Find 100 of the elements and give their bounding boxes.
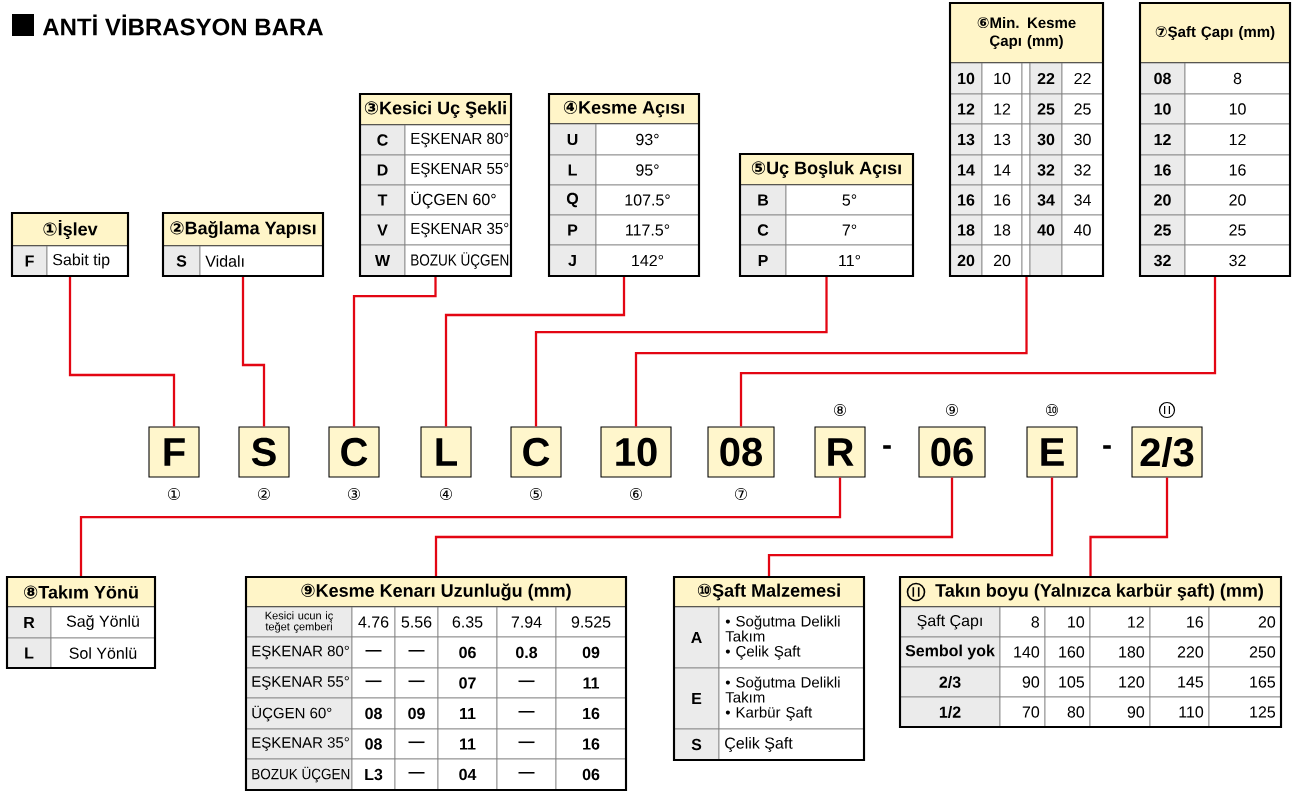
- table-cell: 16: [1184, 154, 1291, 186]
- table-cell: —: [496, 728, 557, 760]
- table-cell: C: [739, 214, 787, 246]
- table-cell: 250: [1208, 636, 1282, 668]
- table-cell: EŞKENAR 80°: [245, 636, 353, 669]
- table-cell: B: [739, 184, 787, 216]
- table-cell: 10: [1044, 606, 1091, 638]
- table-cell: Vidalı: [199, 245, 324, 277]
- table-cell: Kesici ucun iç teğet çemberi: [245, 606, 353, 638]
- table-cell: 20: [1208, 606, 1282, 638]
- code-box: L: [420, 426, 472, 478]
- table-header: ⑦Şaft Çapı (mm): [1139, 2, 1291, 64]
- table-cell: —: [351, 667, 396, 699]
- table-cell: P: [548, 214, 597, 246]
- table-cell: 32: [1184, 244, 1291, 277]
- table-cell: BOZUK ÜÇGEN: [245, 758, 353, 791]
- table-cell: D: [359, 154, 406, 186]
- table-cell: EŞKENAR 35°: [404, 214, 512, 246]
- table-cell: 32: [1061, 154, 1104, 186]
- table-cell: 1/2: [899, 696, 1001, 728]
- table-cell: 8: [1184, 62, 1291, 95]
- table-cell: —: [496, 697, 557, 730]
- code-box: 06: [918, 426, 986, 478]
- table-cell: 34: [1061, 184, 1104, 216]
- table-cell: Sol Yönlü: [50, 637, 156, 669]
- table-cell: Sabit tip: [46, 245, 129, 277]
- connector-line: [767, 477, 1054, 576]
- table-cell: 40: [1029, 214, 1063, 246]
- table-cell: 08: [351, 728, 396, 760]
- table-cell: L: [6, 637, 52, 669]
- connector-line: [444, 277, 626, 427]
- table-cell: 20: [1139, 184, 1186, 216]
- connector-line: [634, 277, 1028, 427]
- table-cell: 18: [949, 214, 983, 246]
- table-cell: 7°: [785, 214, 914, 246]
- table-cell: Sembol yok: [899, 636, 1001, 668]
- table-cell: —: [496, 758, 557, 791]
- table-cell: 140: [999, 636, 1046, 668]
- table-cell: 117.5°: [595, 214, 700, 246]
- separator-dash: -: [883, 445, 891, 449]
- table-cell: 5°: [785, 184, 914, 216]
- table-cell: 16: [555, 728, 627, 760]
- table-header: ⑥Min. Kesme Çapı (mm): [949, 2, 1104, 64]
- table-cell: 90: [1089, 696, 1151, 728]
- callout-number: ⑤: [530, 488, 542, 500]
- connector-line: [79, 477, 842, 576]
- table-cell: 25: [1184, 214, 1291, 246]
- table-cell: 25: [1029, 93, 1063, 125]
- table-cell: C: [359, 124, 406, 156]
- title: ANTİ VİBRASYON BARA: [42, 14, 323, 36]
- table-cell: Şaft Çapı: [899, 606, 1001, 638]
- code-box: 08: [707, 426, 775, 478]
- callout-number: ⑧: [834, 404, 846, 416]
- code-box: S: [238, 426, 290, 478]
- table-header: ⑩Şaft Malzemesi: [673, 576, 865, 608]
- connector-line: [1089, 477, 1169, 576]
- table-cell: 25: [1139, 214, 1186, 246]
- table-cell: S: [162, 245, 201, 277]
- table-cell: 20: [1184, 184, 1291, 216]
- table-cell: • Soğutma Delikli Takım • Karbür Şaft: [718, 667, 865, 730]
- table-cell: 93°: [595, 123, 700, 156]
- table-cell: 125: [1208, 696, 1282, 728]
- connector-line: [241, 277, 266, 427]
- table-cell: 16: [949, 184, 983, 216]
- table-cell: • Soğutma Delikli Takım • Çelik Şaft: [718, 606, 865, 669]
- table-cell: Sağ Yönlü: [50, 606, 156, 639]
- callout-number: ①: [168, 488, 180, 500]
- table-cell: L: [548, 154, 597, 186]
- code-box: R: [814, 426, 866, 478]
- table-cell: 110: [1149, 696, 1210, 728]
- table-header: ④Kesme Açısı: [548, 93, 700, 125]
- table-cell: —: [496, 667, 557, 699]
- table-cell: 120: [1089, 666, 1151, 698]
- connector-line: [434, 477, 954, 576]
- connector-line: [739, 277, 1217, 427]
- table-cell: 0.8: [496, 636, 557, 669]
- table-cell: EŞKENAR 80°: [404, 124, 512, 156]
- callout-number: ⑩: [1046, 404, 1058, 416]
- connector-line: [68, 277, 176, 427]
- table-cell: 165: [1208, 666, 1282, 698]
- table-cell: 180: [1089, 636, 1151, 668]
- table-cell: 11: [437, 728, 498, 760]
- table-cell: 30: [1029, 123, 1063, 156]
- table-cell: 16: [1139, 154, 1186, 186]
- table-cell: 2/3: [899, 666, 1001, 698]
- table-cell: 32: [1029, 154, 1063, 186]
- table-cell: ÜÇGEN 60°: [245, 697, 353, 730]
- table-cell: ÜÇGEN 60°: [404, 184, 512, 216]
- table-cell: 107.5°: [595, 184, 700, 216]
- table-cell: 95°: [595, 154, 700, 186]
- code-box: 10: [600, 426, 672, 478]
- table-header: Takın boyu (Yalnızca karbür şaft) (mm): [899, 576, 1282, 608]
- table-cell: 16: [1149, 606, 1210, 638]
- table-cell: 90: [999, 666, 1046, 698]
- table-cell: 6.35: [437, 606, 498, 638]
- table-cell: 105: [1044, 666, 1091, 698]
- connector-line: [352, 277, 437, 427]
- table-cell: 09: [555, 636, 627, 669]
- table-cell: 06: [555, 758, 627, 791]
- table-cell: 25: [1061, 93, 1104, 125]
